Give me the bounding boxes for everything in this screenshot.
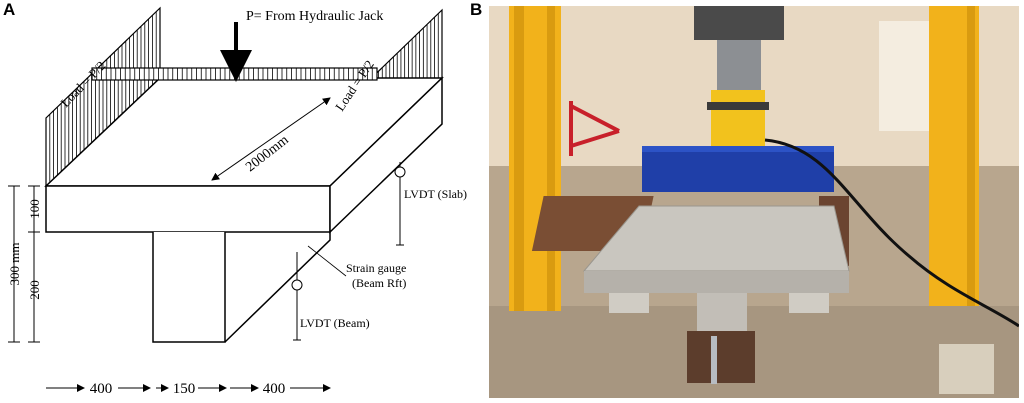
strain-gauge-leader — [307, 245, 347, 277]
lvdt-slab-label: LVDT (Slab) — [404, 187, 467, 201]
panel-a-label: A — [3, 0, 16, 19]
height-web: 200 — [27, 280, 42, 300]
slab-side-face — [329, 76, 443, 234]
width-right: 400 — [263, 381, 286, 397]
steel-support — [687, 331, 755, 383]
red-stand — [569, 101, 620, 156]
hydraulic-hose — [764, 138, 1019, 328]
load-text: P= From Hydraulic Jack — [246, 9, 383, 24]
lvdt-slab-symbol — [394, 162, 406, 246]
width-web: 150 — [173, 381, 196, 397]
reaction-plate — [694, 6, 784, 40]
foreground-block — [939, 344, 994, 394]
strain-gauge-label-1: Strain gauge — [346, 261, 406, 275]
span-dimension-line — [211, 97, 331, 181]
concrete-web — [697, 293, 747, 331]
lvdt-beam-symbol — [291, 252, 303, 341]
right-yellow-column — [929, 6, 979, 306]
panel-b-label: B — [470, 0, 483, 19]
height-flange: 100 — [27, 199, 42, 219]
left-yellow-column — [509, 6, 561, 311]
jack-cylinder — [717, 40, 761, 90]
width-left: 400 — [90, 381, 113, 397]
height-dimensions — [8, 185, 40, 343]
strain-gauge-label-2: (Beam Rft) — [352, 276, 406, 290]
height-total: 300 mm — [7, 243, 22, 286]
test-rig-photo — [489, 6, 1019, 398]
lvdt-beam-label: LVDT (Beam) — [300, 316, 370, 330]
slab-front-face — [45, 185, 331, 233]
beam-web — [152, 232, 331, 343]
hydraulic-jack — [711, 90, 765, 146]
blue-spreader-beam — [642, 146, 834, 192]
t-beam-test-diagram: P= From Hydraulic Jack Load = P/2 Load =… — [7, 6, 467, 397]
